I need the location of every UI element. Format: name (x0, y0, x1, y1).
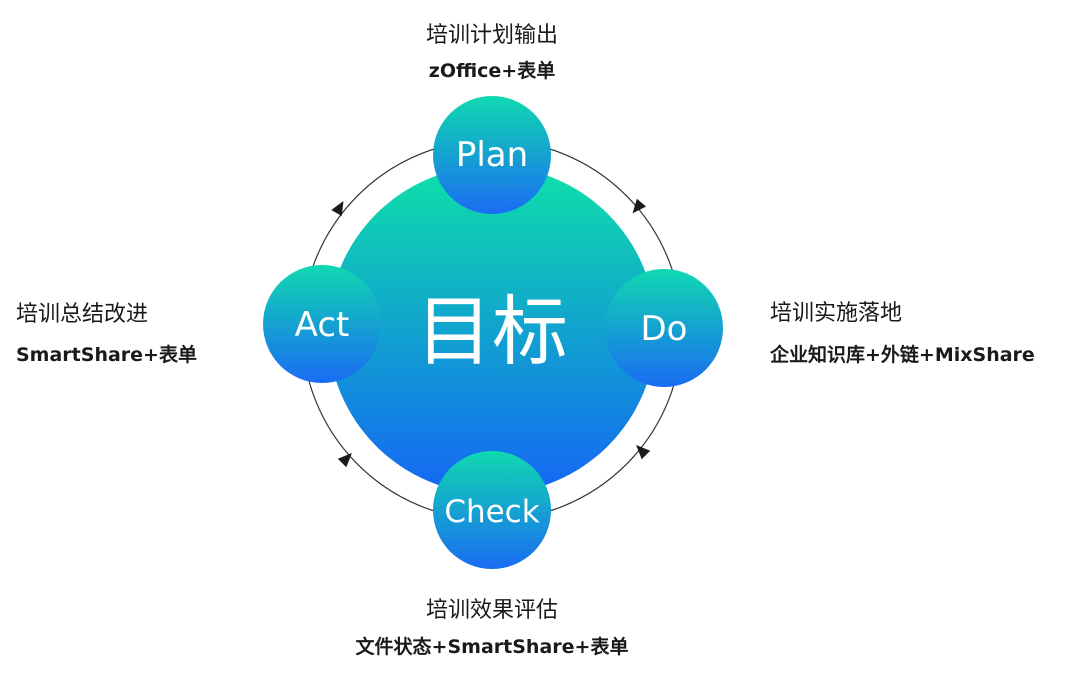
do-node: Do (605, 269, 723, 387)
do-annotation-subtitle: 企业知识库+外链+MixShare (770, 344, 1035, 366)
check-annotation-subtitle: 文件状态+SmartShare+表单 (355, 636, 629, 658)
check-annotation-title: 培训效果评估 (425, 598, 559, 623)
goal-circle (328, 166, 656, 494)
do-label: Do (641, 309, 688, 349)
act-label: Act (295, 305, 350, 345)
check-node: Check (433, 451, 551, 569)
do-annotation-title: 培训实施落地 (770, 301, 903, 326)
arrow-check-to-act-icon (337, 453, 352, 468)
arrow-do-to-check-icon (636, 445, 651, 460)
goal-label: 目标 (416, 287, 568, 376)
plan-annotation-title: 培训计划输出 (425, 23, 559, 48)
arrow-act-to-plan-icon (331, 200, 344, 217)
act-node: Act (263, 265, 381, 383)
act-annotation-title: 培训总结改进 (16, 302, 149, 327)
plan-label: Plan (456, 135, 528, 175)
act-annotation-subtitle: SmartShare+表单 (16, 344, 197, 366)
plan-node: Plan (433, 96, 551, 214)
arrow-plan-to-do-icon (632, 198, 647, 214)
check-label: Check (444, 494, 539, 530)
plan-annotation-subtitle: zOffice+表单 (428, 60, 556, 82)
